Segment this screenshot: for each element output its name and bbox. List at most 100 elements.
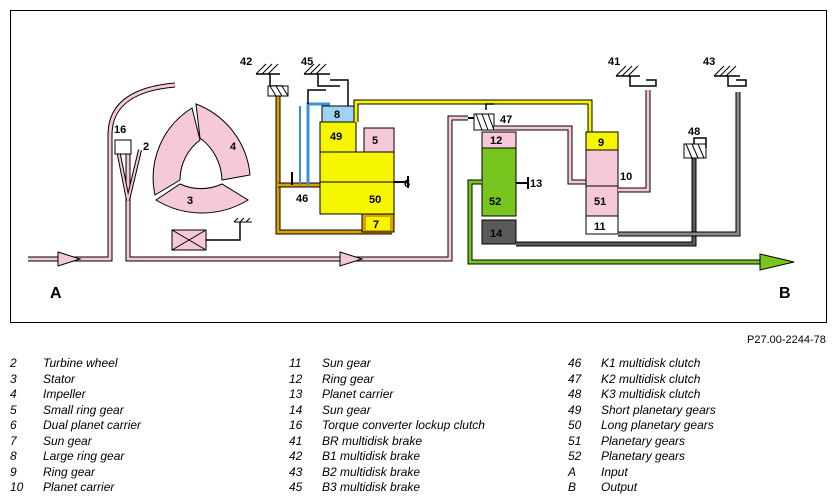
planetary-set-1 [275, 94, 593, 235]
legend-item: 6 Dual planet carrier [10, 418, 141, 434]
label-50: 50 [369, 194, 381, 206]
planet-carrier-10 [585, 149, 619, 187]
legend-text: Impeller [43, 387, 86, 401]
label-16: 16 [114, 124, 126, 136]
legend-number: 8 [10, 449, 17, 463]
torque-converter [114, 103, 252, 251]
legend-number: 16 [289, 418, 303, 432]
label-5: 5 [372, 135, 378, 147]
legend-number: 43 [289, 464, 303, 479]
label-51: 51 [594, 196, 606, 208]
main-shaft-arrow [339, 251, 364, 267]
legend-item: 3 Stator [10, 372, 141, 388]
legend-number: 12 [289, 371, 303, 386]
label-2: 2 [143, 141, 149, 153]
label-46: 46 [296, 193, 308, 205]
short-planetary-gears [319, 121, 357, 153]
brake-43 [713, 65, 747, 87]
legend-item: 42 B1 multidisk brake [289, 449, 485, 465]
legend-text: Sun gear [43, 433, 92, 448]
legend-text: B2 multidisk brake [322, 464, 421, 479]
legend-number: 3 [10, 371, 17, 386]
legend-text: B1 multidisk brake [322, 449, 421, 463]
legend-text: Long planetary gears [601, 418, 714, 432]
label-13: 13 [530, 178, 542, 190]
legend-text: BR multidisk brake [322, 433, 423, 448]
legend-number: 49 [568, 402, 582, 417]
input-label: A [50, 285, 62, 302]
legend-item: 48 K3 multidisk clutch [568, 387, 716, 403]
brake-42 [255, 63, 289, 97]
legend-number: 42 [289, 449, 303, 463]
legend-number: 45 [289, 480, 303, 494]
legend-text: Ring gear [322, 371, 375, 386]
label-8: 8 [334, 109, 340, 121]
input-arrow [57, 251, 82, 267]
legend-number: 52 [568, 449, 582, 463]
legend-number: 50 [568, 418, 582, 432]
label-6: 6 [404, 178, 410, 190]
legend-number: 5 [10, 402, 17, 417]
label-12: 12 [490, 135, 502, 147]
legend-number: 11 [289, 356, 302, 370]
legend-item: 12 Ring gear [289, 372, 485, 388]
label-43: 43 [703, 56, 715, 68]
legend-number: 13 [289, 387, 303, 401]
long-planetary-gears [319, 181, 395, 215]
legend-item: 8 Large ring gear [10, 449, 141, 465]
legend-text: Planetary gears [601, 433, 686, 448]
legend-item: 50 Long planetary gears [568, 418, 716, 434]
legend-number: A [568, 464, 577, 479]
legend-number: 6 [10, 418, 17, 432]
diagram-frame [10, 10, 827, 323]
label-11: 11 [594, 221, 606, 233]
legend-text: K2 multidisk clutch [601, 371, 701, 386]
legend-number: 48 [568, 387, 582, 401]
clutch-48 [683, 137, 707, 159]
reference-code: P27.00-2244-78 [747, 334, 826, 346]
legend-text: Turbine wheel [43, 356, 118, 370]
brake-45 [303, 63, 349, 106]
brake-41 [615, 65, 657, 87]
legend-number: 10 [10, 480, 24, 494]
label-48: 48 [688, 126, 700, 138]
legend-text: K1 multidisk clutch [601, 356, 701, 370]
legend-item: 9 Ring gear [10, 465, 141, 481]
impeller [195, 103, 251, 181]
stator [155, 183, 249, 214]
legend-text: K3 multidisk clutch [601, 387, 701, 401]
legend-text: Stator [43, 371, 76, 386]
legend-text: Large ring gear [43, 449, 125, 463]
output-label: B [779, 285, 791, 302]
legend-number: 9 [10, 464, 17, 479]
small-ring-gear [363, 127, 395, 153]
legend-item: 43 B2 multidisk brake [289, 465, 485, 481]
label-7: 7 [373, 219, 379, 231]
legend-text: Sun gear [322, 402, 371, 417]
label-10: 10 [620, 171, 632, 183]
legend-text: Ring gear [43, 464, 96, 479]
label-41: 41 [608, 56, 620, 68]
legend-number: 47 [568, 371, 582, 386]
legend-text: Dual planet carrier [43, 418, 142, 432]
sun-gear-11 [585, 215, 619, 235]
turbine-wheel [152, 107, 201, 196]
legend-number: 41 [289, 433, 303, 448]
label-4: 4 [230, 141, 237, 153]
